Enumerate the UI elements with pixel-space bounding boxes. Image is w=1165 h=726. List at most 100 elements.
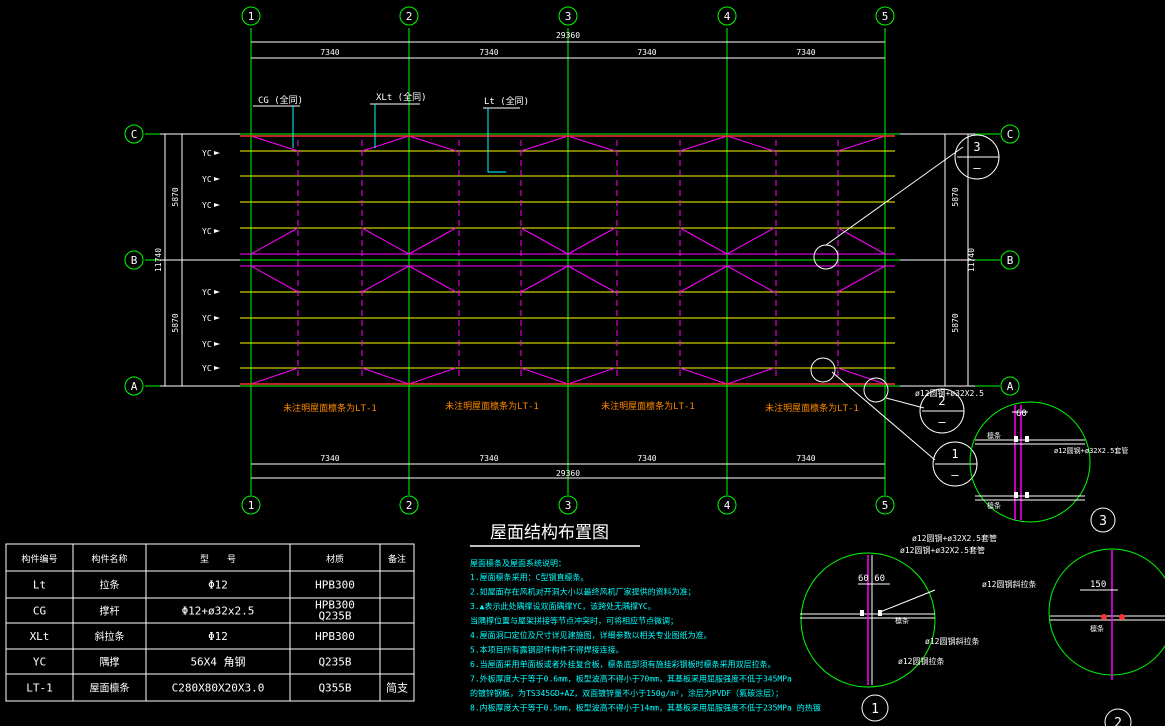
table-header-cell: 备注 bbox=[388, 553, 406, 565]
yc-label: YC bbox=[202, 175, 212, 184]
dim-half-left-bottom: 5870 bbox=[171, 313, 180, 332]
dim-bay-bottom-4: 7340 bbox=[796, 454, 815, 463]
table-cell: 撑杆 bbox=[100, 605, 120, 618]
detail-2-slant-rod: ø12圆钢斜拉条 bbox=[982, 579, 1036, 589]
purlin-note-4: 未注明屋面檩条为LT-1 bbox=[765, 402, 859, 414]
detail-marker-1-label: 1 bbox=[951, 447, 958, 461]
table-header-cell: 材质 bbox=[326, 553, 344, 565]
notes-heading: 屋面檩条及屋面系统说明： bbox=[470, 558, 566, 568]
table-cell: 斜拉条 bbox=[95, 630, 125, 643]
detail-1-slant-rod: ø12圆钢斜拉条 bbox=[925, 636, 979, 646]
yc-arrow-icon bbox=[214, 203, 220, 207]
dim-bay-bottom-3: 7340 bbox=[637, 454, 656, 463]
diagonal-brace bbox=[726, 265, 775, 293]
drawing-title: 屋面结构布置图 bbox=[490, 523, 609, 543]
note-line: 7.外板厚度大于等于0.6mm，板型波高不得小于70mm，其基板采用屈服强度不低… bbox=[470, 674, 792, 684]
diagonal-brace bbox=[837, 135, 886, 152]
detail-2-purlin: 檩条 bbox=[1090, 624, 1104, 633]
table-cell: Q355B bbox=[318, 682, 351, 695]
table-header-cell: 型 号 bbox=[200, 554, 236, 565]
ridge-lines bbox=[240, 135, 895, 385]
detail-1-tag: 1 bbox=[871, 702, 879, 717]
detail-3-dim: 60 bbox=[1016, 409, 1027, 419]
table-cell: LT-1 bbox=[26, 682, 53, 695]
svg-text:5: 5 bbox=[882, 499, 889, 512]
svg-text:1: 1 bbox=[248, 10, 255, 23]
grid-bubble-col-2-bottom: 2 bbox=[399, 495, 419, 515]
drawing-title-block: 屋面结构布置图 bbox=[470, 523, 640, 547]
svg-text:B: B bbox=[1007, 254, 1014, 267]
table-cell: Φ12 bbox=[208, 579, 228, 592]
svg-text:3: 3 bbox=[565, 10, 572, 23]
detail-1-rod-sleeve-b: ø12圆钢+ø32X2.5套管 bbox=[900, 545, 985, 555]
table-cell: XLt bbox=[30, 630, 50, 643]
diagonal-brace bbox=[679, 135, 728, 152]
purlin-note-2: 未注明屋面檩条为LT-1 bbox=[445, 400, 539, 412]
svg-text:C: C bbox=[1007, 128, 1014, 141]
note-line: 6.当屋面采用单面板或者外挂复合板，檩条底部须有施挂彩钢板时檩条采用双层拉条。 bbox=[470, 659, 776, 669]
table-cell: C280X80X20X3.0 bbox=[172, 682, 265, 695]
diagonal-brace bbox=[520, 135, 569, 152]
tie-rods bbox=[297, 140, 839, 380]
dim-full-left: 11740 bbox=[154, 248, 163, 272]
svg-text:2: 2 bbox=[406, 10, 413, 23]
yc-label: YC bbox=[202, 201, 212, 210]
detail-markers bbox=[810, 134, 1000, 487]
dim-bay-bottom-2: 7340 bbox=[479, 454, 498, 463]
diagonal-brace bbox=[361, 367, 410, 385]
grid-bubble-row-a-right: A bbox=[1000, 376, 1020, 396]
dimension-lines bbox=[160, 41, 975, 479]
detail-2: 150 ø12圆钢斜拉条 檩条 2 bbox=[982, 548, 1165, 726]
detail-marker-2-label: 2 bbox=[938, 394, 945, 408]
dim-bay-top-3: 7340 bbox=[637, 48, 656, 57]
purlin-note-1: 未注明屋面檩条为LT-1 bbox=[283, 402, 377, 414]
diagonal-brace bbox=[361, 265, 410, 293]
svg-text:B: B bbox=[131, 254, 138, 267]
table-cell: 拉条 bbox=[100, 579, 120, 592]
dim-bay-top-2: 7340 bbox=[479, 48, 498, 57]
table-cell: 56X4 角钢 bbox=[190, 656, 245, 669]
diagonal-brace bbox=[361, 227, 410, 255]
diagonal-brace bbox=[679, 265, 728, 293]
grid-bubble-col-3-bottom: 3 bbox=[558, 495, 578, 515]
diagonal-brace bbox=[520, 265, 569, 293]
design-notes: 屋面檩条及屋面系统说明： 1.屋面檩条采用：C型钢直檩条。2.如屋面存在风机对开… bbox=[470, 558, 821, 713]
yc-label: YC bbox=[202, 314, 212, 323]
yc-label: YC bbox=[202, 149, 212, 158]
note-line: 的镀锌钢板，为TS345GD+AZ，双面镀锌量不小于150g/m²，涂层为PVD… bbox=[470, 688, 783, 698]
table-header-cell: 构件编号 bbox=[21, 553, 57, 565]
svg-text:5: 5 bbox=[882, 10, 889, 23]
detail-marker-1-dash: — bbox=[951, 468, 959, 482]
yc-label: YC bbox=[202, 340, 212, 349]
table-cell: Q235B bbox=[318, 610, 351, 623]
svg-text:4: 4 bbox=[724, 499, 731, 512]
grid-bubble-col-3: 3 bbox=[558, 6, 578, 26]
svg-text:A: A bbox=[131, 380, 138, 393]
grid-bubble-col-4-bottom: 4 bbox=[717, 495, 737, 515]
diagonal-brace bbox=[250, 265, 299, 293]
diagonal-brace bbox=[520, 367, 569, 385]
diagonal-brace bbox=[837, 227, 886, 255]
diagonal-braces bbox=[250, 135, 886, 385]
diagonal-brace bbox=[726, 367, 775, 385]
grid-bubble-row-c-right: C bbox=[1000, 124, 1020, 144]
dim-half-right-bottom: 5870 bbox=[951, 313, 960, 332]
dim-bay-bottom-1: 7340 bbox=[320, 454, 339, 463]
dim-bay-top-1: 7340 bbox=[320, 48, 339, 57]
callouts: CG (全同) XLt (全同) Lt (全同) bbox=[253, 91, 529, 173]
grid-bubble-col-1-bottom: 1 bbox=[241, 495, 261, 515]
grid-bubble-col-2: 2 bbox=[399, 6, 419, 26]
svg-text:1: 1 bbox=[248, 499, 255, 512]
yc-arrow-icon bbox=[214, 177, 220, 181]
table-cell: HPB300 bbox=[315, 630, 355, 643]
yc-arrow-icon bbox=[214, 290, 220, 294]
diagonal-brace bbox=[520, 227, 569, 255]
diagonal-brace bbox=[837, 265, 886, 293]
detail-2-tag: 2 bbox=[1114, 716, 1122, 726]
detail-3: 60 ø12圆钢+ø32X2.5 ø12圆钢+ø32X2.5套管 檩条 檩条 3 bbox=[915, 388, 1128, 533]
dimension-texts: 7340 7340 7340 7340 29360 7340 7340 7340… bbox=[154, 31, 976, 478]
diagonal-brace bbox=[361, 135, 410, 152]
detail-1-dim: 60 60 bbox=[858, 574, 885, 584]
yc-arrow-icon bbox=[214, 342, 220, 346]
yc-arrow-icon bbox=[214, 366, 220, 370]
